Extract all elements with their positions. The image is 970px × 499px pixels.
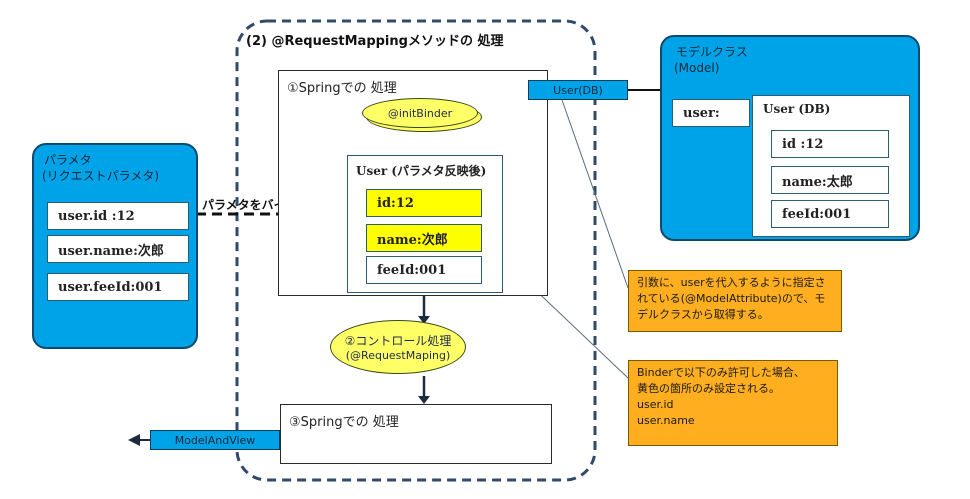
flow-arrowhead-1 — [418, 316, 430, 324]
param-field-user-feeid: user.feeId:001 — [47, 273, 189, 301]
parameter-panel-subtitle: (リクエストパラメタ) — [42, 169, 160, 183]
spring-process-1-title: ①Springでの 処理 — [287, 81, 397, 96]
bound-field-id: id:12 — [366, 189, 482, 217]
spring-process-3: ③Springでの 処理 — [280, 404, 552, 464]
bound-field-name: name:次郎 — [366, 224, 482, 252]
note-binder: Binderで以下のみ許可した場合、 黄色の箇所のみ設定される。 user.id… — [628, 360, 838, 446]
param-field-user-id: user.id :12 — [47, 202, 189, 230]
user-after-binding-title: User (パラメタ反映後) — [356, 164, 487, 178]
model-field-feeid: feeId:001 — [771, 200, 889, 228]
request-mapping-container — [235, 19, 597, 482]
model-and-view-tag: ModelAndView — [150, 430, 280, 450]
flow-arrowhead-2 — [418, 396, 430, 404]
user-db-tag: User(DB) — [528, 80, 628, 100]
param-field-user-name: user.name:次郎 — [47, 235, 189, 263]
model-user-label: user: — [672, 99, 750, 127]
model-field-name: name:太郎 — [771, 166, 889, 194]
bound-field-feeid: feeId:001 — [366, 256, 482, 284]
spring-process-3-title: ③Springでの 処理 — [289, 415, 399, 430]
section-title: (2) @RequestMappingメソッドの 処理 — [246, 34, 504, 49]
mav-arrowhead — [128, 434, 140, 446]
init-binder-label: @initBinder — [387, 106, 453, 120]
model-user-box-title: User (DB) — [763, 102, 831, 116]
model-panel-title: モデルクラス — [676, 45, 748, 59]
parameter-panel-title: パラメタ — [44, 153, 92, 167]
model-field-id: id :12 — [771, 130, 889, 158]
control-process-ellipse: ②コントロール処理 (@RequestMaping) — [330, 320, 466, 374]
note-binder-line3: user.id — [637, 398, 674, 411]
note-model-attribute: 引数に、userを代入するように指定されている(@ModelAttribute)… — [628, 270, 842, 332]
parameter-panel: パラメタ (リクエストパラメタ) user.id :12 user.name:次… — [32, 143, 198, 349]
note-binder-line1: Binderで以下のみ許可した場合、 — [637, 366, 805, 379]
init-binder-ellipse: @initBinder — [362, 98, 478, 128]
note-binder-line2: 黄色の箇所のみ設定される。 — [637, 382, 780, 395]
model-user-box: User (DB) id :12 name:太郎 feeId:001 — [752, 95, 910, 237]
model-panel: モデルクラス (Model) user: User (DB) id :12 na… — [660, 35, 920, 241]
model-panel-subtitle: (Model) — [674, 61, 720, 75]
control-process-annotation: (@RequestMaping) — [345, 349, 451, 362]
note-binder-line4: user.name — [637, 414, 695, 427]
callout-line-1 — [561, 99, 629, 289]
control-process-label: ②コントロール処理 — [344, 334, 452, 348]
user-after-binding-box: User (パラメタ反映後) id:12 name:次郎 feeId:001 — [347, 155, 503, 293]
